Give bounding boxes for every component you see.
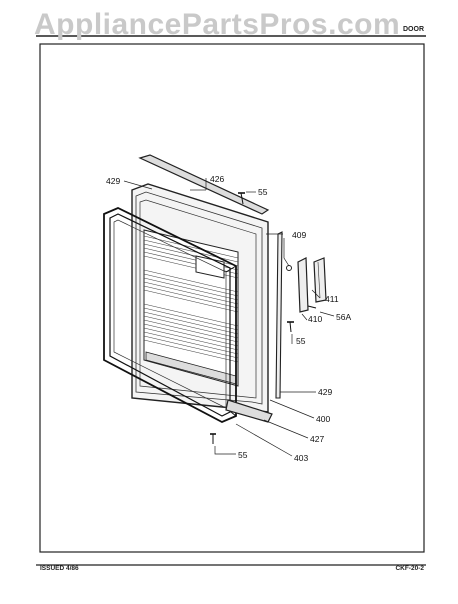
callout-55-mid: 55 <box>296 336 306 346</box>
callout-56a: 56A <box>336 312 351 322</box>
top-trim-strip <box>138 154 270 215</box>
leader-lines <box>123 178 335 457</box>
handle-bracket <box>297 257 309 313</box>
callout-427: 427 <box>310 434 324 444</box>
footer-issued-date: ISSUED 4/86 <box>40 565 79 572</box>
callout-426: 426 <box>210 174 224 184</box>
watermark: AppliancePartsPros.com <box>34 8 401 41</box>
handle-grip <box>313 257 327 303</box>
screw-icon <box>307 305 317 309</box>
callout-429-right: 429 <box>318 387 332 397</box>
callout-429-top: 429 <box>106 176 120 186</box>
callout-403: 403 <box>294 453 308 463</box>
header-section-title: DOOR <box>403 26 424 33</box>
screw-icon <box>238 192 245 205</box>
screw-icon <box>287 321 294 333</box>
side-trim-strip <box>275 231 283 399</box>
callout-409: 409 <box>292 230 306 240</box>
callout-55-top: 55 <box>258 187 268 197</box>
callout-410: 410 <box>308 314 322 324</box>
diagram-frame <box>39 43 425 553</box>
callout-411: 411 <box>325 294 339 304</box>
callout-55-bottom: 55 <box>238 450 248 460</box>
handle-plug <box>286 265 292 271</box>
screw-icon <box>210 433 216 444</box>
footer-page-code: CKF-20-2 <box>395 565 424 572</box>
callout-400: 400 <box>316 414 330 424</box>
